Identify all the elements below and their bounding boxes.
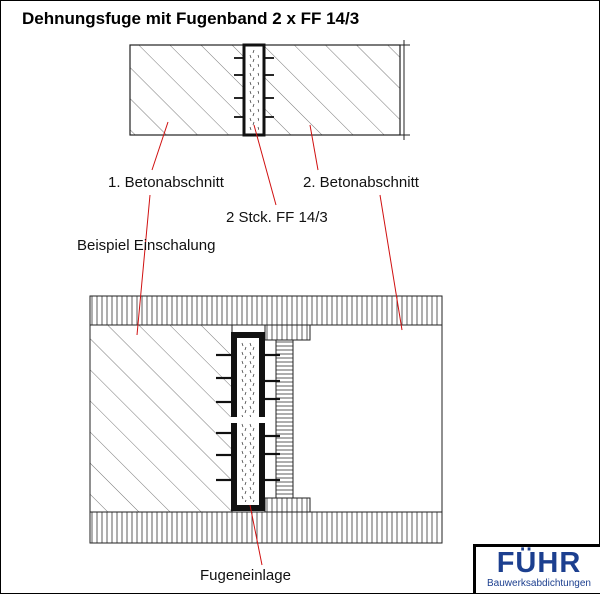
label-tape: 2 Stck. FF 14/3 [226, 209, 328, 226]
label-section-2: 2. Betonabschnitt [303, 174, 419, 191]
brand-logo: FÜHR Bauwerksabdichtungen [473, 544, 600, 593]
label-filler: Fugeneinlage [200, 567, 291, 584]
label-formwork: Beispiel Einschalung [77, 237, 216, 254]
drawing-title: Dehnungsfuge mit Fugenband 2 x FF 14/3 [22, 9, 360, 28]
plan-view-section [129, 40, 410, 140]
logo-tagline: Bauwerksabdichtungen [487, 578, 591, 589]
label-section-1: 1. Betonabschnitt [108, 174, 224, 191]
logo-name: FÜHR [496, 547, 582, 579]
formwork-section [89, 295, 443, 544]
leader-lines [136, 121, 403, 566]
